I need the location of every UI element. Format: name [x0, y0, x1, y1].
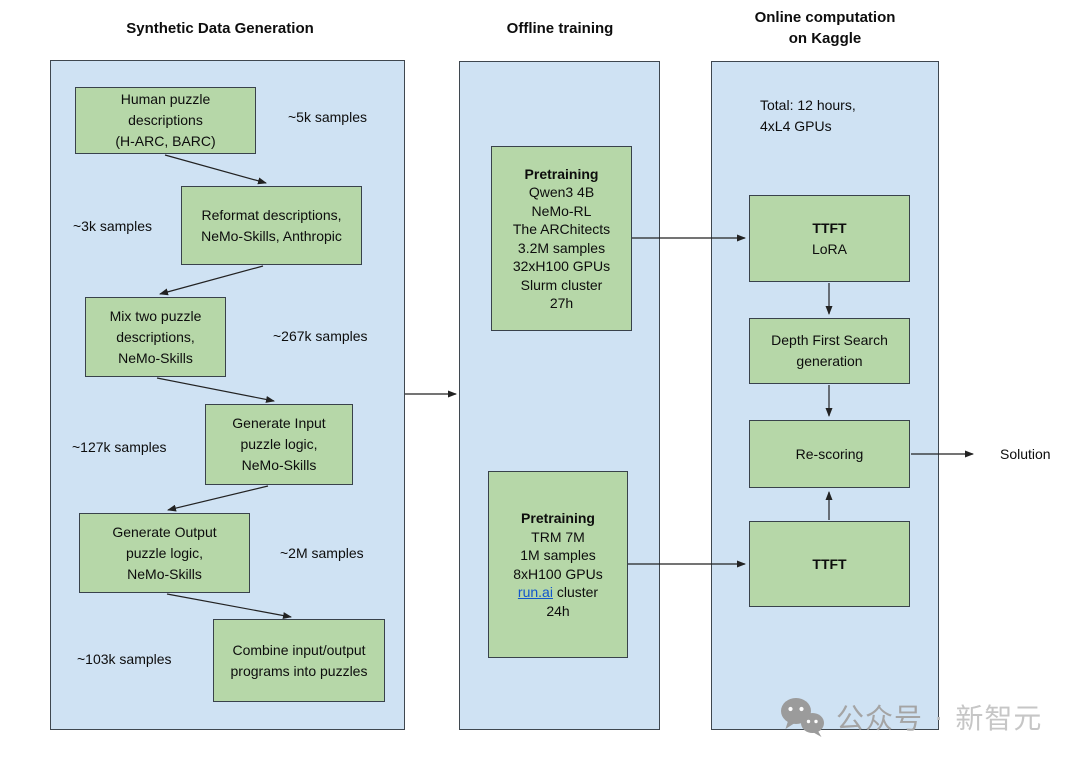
run-ai-link[interactable]: run.ai: [517, 584, 553, 600]
box-line: 8xH100 GPUs: [513, 565, 603, 582]
box-line: The ARChitects: [512, 221, 611, 237]
arrow-output-to-combine: [166, 593, 292, 619]
box-mix-two-puzzle: Mix two puzzle descriptions, NeMo-Skills: [85, 297, 226, 377]
panel-synthetic-data-generation: [50, 60, 405, 730]
watermark: 公众号 · 新智元: [779, 696, 1042, 738]
label-solution: Solution: [1000, 446, 1051, 462]
link-suffix: cluster: [552, 584, 599, 600]
box-line: Generate Input: [232, 415, 326, 431]
box-line: Re-scoring: [795, 445, 864, 462]
box-line: Combine input/output: [232, 641, 366, 658]
arrow-reformat-to-mix: [159, 265, 264, 296]
title-synthetic-data-generation: Synthetic Data Generation: [126, 20, 314, 37]
watermark-text-left: 公众号: [836, 703, 924, 734]
box-pretraining-trm: Pretraining TRM 7M 1M samples 8xH100 GPU…: [488, 471, 628, 658]
box-line: 1M samples: [520, 547, 596, 563]
box-line: programs into puzzles: [230, 662, 368, 679]
box-line: Pretraining: [521, 510, 595, 526]
box-line: descriptions: [128, 112, 203, 128]
box-line: Reformat descriptions,: [201, 206, 342, 223]
wechat-icon: [781, 698, 824, 737]
label-2m-samples: ~2M samples: [280, 545, 364, 561]
box-line: puzzle logic,: [240, 436, 318, 452]
box-ttft: TTFT: [749, 521, 910, 607]
title-online-computation: Online computation on Kaggle: [710, 7, 940, 49]
arrow-mix-to-generate-input: [156, 377, 275, 403]
box-line: NeMo-Skills: [127, 565, 202, 582]
box-generate-input: Generate Input puzzle logic, NeMo-Skills: [205, 404, 353, 485]
title-online-line1: Online computation: [754, 9, 896, 26]
box-line: Slurm cluster: [520, 276, 603, 293]
box-generate-output: Generate Output puzzle logic, NeMo-Skill…: [79, 513, 250, 593]
note-line1: Total: 12 hours,: [760, 97, 856, 113]
arrow-input-to-output: [167, 485, 269, 512]
label-267k-samples: ~267k samples: [273, 328, 368, 344]
label-127k-samples: ~127k samples: [72, 439, 167, 455]
box-rescoring: Re-scoring: [749, 420, 910, 488]
box-line: TTFT: [812, 555, 847, 572]
label-103k-samples: ~103k samples: [77, 651, 172, 667]
box-line: 3.2M samples: [517, 239, 606, 256]
box-line: NeMo-Skills: [118, 349, 193, 366]
box-line: (H-ARC, BARC): [115, 133, 216, 149]
box-line: descriptions,: [116, 328, 195, 345]
label-3k-samples: ~3k samples: [73, 218, 152, 234]
box-human-puzzle-descriptions: Human puzzle descriptions (H-ARC, BARC): [75, 87, 256, 154]
watermark-separator: ·: [934, 701, 945, 732]
title-online-line2: on Kaggle: [788, 30, 862, 47]
box-line: Pretraining: [524, 165, 599, 182]
note-total-hours: Total: 12 hours, 4xL4 GPUs: [760, 95, 856, 137]
box-line-with-link: run.ai cluster: [518, 583, 598, 602]
box-line: 32xH100 GPUs: [512, 258, 611, 274]
box-line: TRM 7M: [531, 528, 585, 545]
box-line: Qwen3 4B: [528, 184, 595, 200]
box-line: puzzle logic,: [125, 544, 204, 561]
box-line: NeMo-RL: [531, 202, 592, 219]
box-combine-programs: Combine input/output programs into puzzl…: [213, 619, 385, 702]
box-line: generation: [796, 353, 863, 369]
box-line: TTFT: [812, 219, 847, 236]
arrow-human-to-reformat: [164, 154, 267, 185]
panel-online-computation: [711, 61, 939, 730]
box-line: 24h: [546, 602, 570, 619]
watermark-text-right: 新智元: [955, 703, 1043, 734]
box-ttft-lora: TTFT LoRA: [749, 195, 910, 282]
title-offline-training: Offline training: [506, 20, 614, 37]
note-line2: 4xL4 GPUs: [760, 118, 832, 134]
box-pretraining-qwen: Pretraining Qwen3 4B NeMo-RL The ARChite…: [491, 146, 632, 331]
box-line: LoRA: [811, 240, 848, 257]
box-line: Generate Output: [112, 523, 217, 540]
box-depth-first-search: Depth First Search generation: [749, 318, 910, 384]
box-line: NeMo-Skills, Anthropic: [201, 227, 342, 244]
box-line: Human puzzle: [120, 91, 211, 107]
label-5k-samples: ~5k samples: [288, 109, 367, 125]
box-line: Depth First Search: [771, 332, 888, 348]
box-line: NeMo-Skills: [241, 457, 317, 473]
box-line: 27h: [549, 295, 574, 311]
box-line: Mix two puzzle: [109, 307, 202, 324]
box-reformat-descriptions: Reformat descriptions, NeMo-Skills, Anth…: [181, 186, 362, 265]
